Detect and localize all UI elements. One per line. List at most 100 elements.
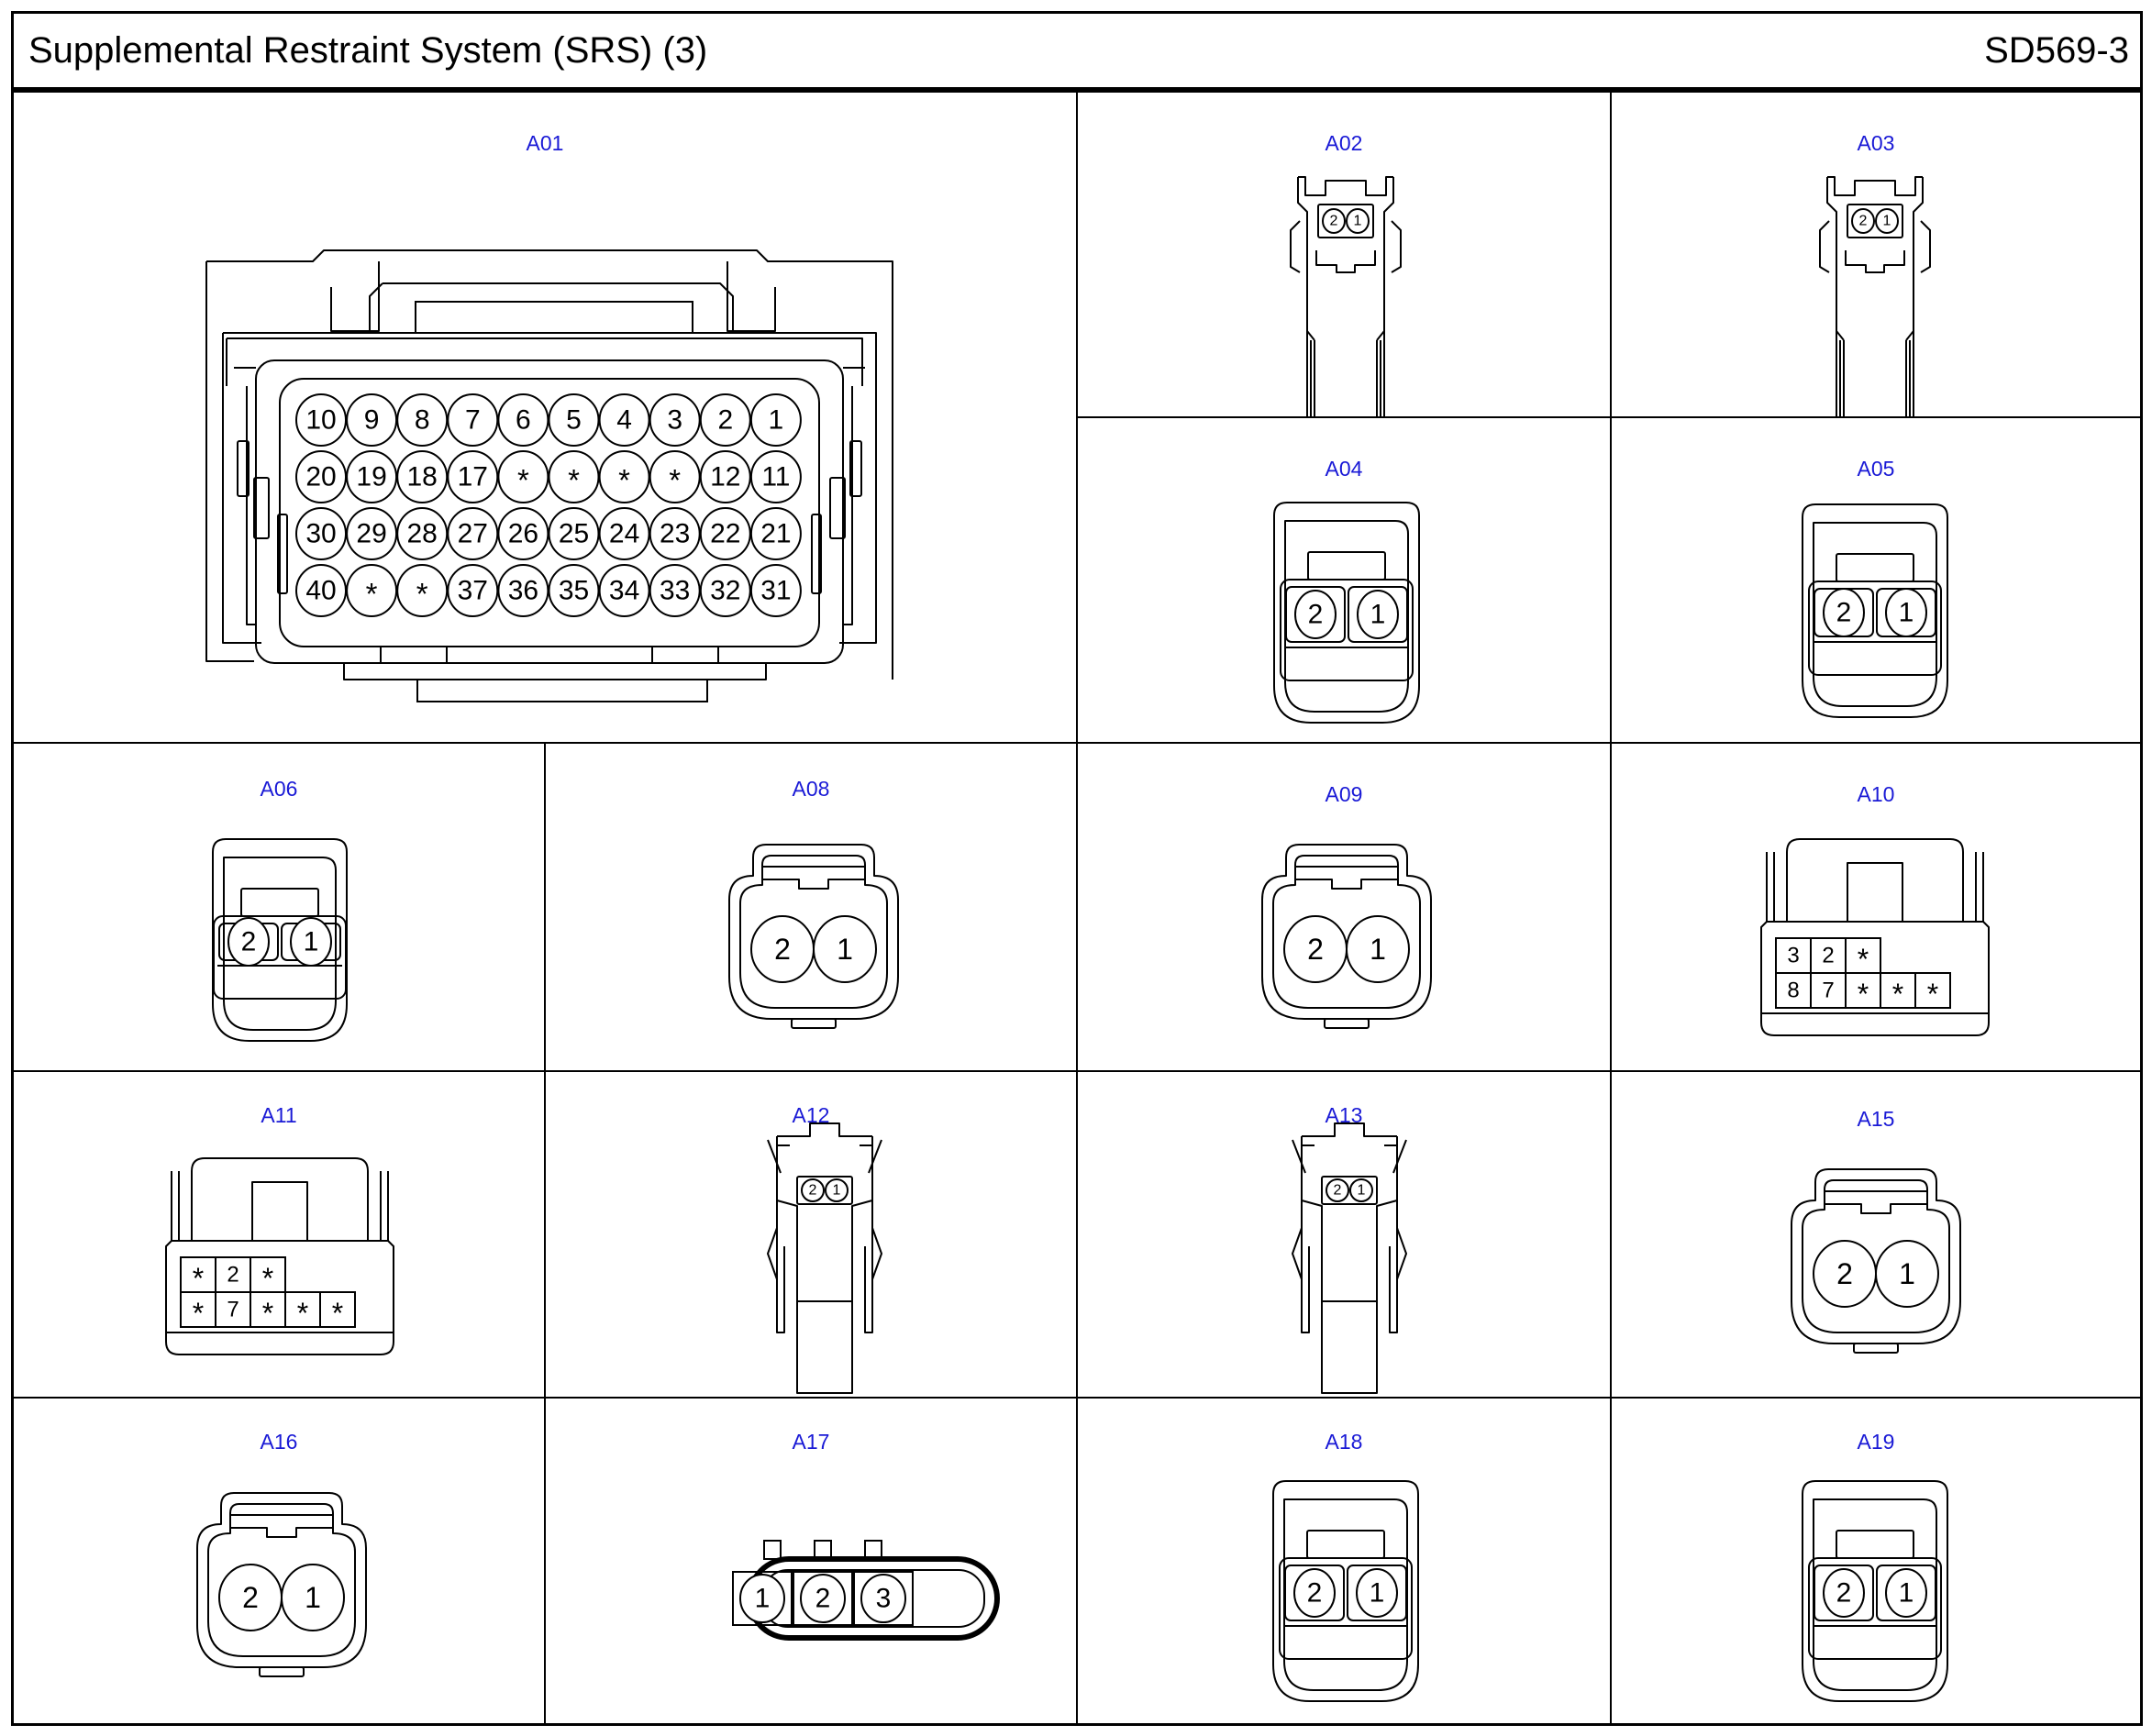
pin-label: * xyxy=(262,1262,273,1295)
key-notch xyxy=(791,1018,837,1029)
pin-label: 1 xyxy=(1358,1183,1366,1199)
housing-outline xyxy=(1290,220,1402,273)
pin-cavity xyxy=(598,564,650,617)
pin-cavity xyxy=(739,1574,785,1623)
pin-label: 22 xyxy=(710,519,740,549)
pin-label: 2 xyxy=(815,1584,831,1614)
latch-outline xyxy=(1306,1530,1385,1559)
pin-label: 2 xyxy=(227,1263,238,1288)
pin-label: 2 xyxy=(1836,1578,1852,1609)
pin-label: 1 xyxy=(769,405,784,436)
pin-cavity xyxy=(649,450,701,503)
pin-frame xyxy=(213,915,347,1000)
latch-outline xyxy=(1836,1530,1914,1559)
pin-label: 1 xyxy=(1370,933,1386,966)
pin-label: * xyxy=(517,463,529,497)
pin-cavity xyxy=(346,564,398,617)
pin-cavity xyxy=(1322,208,1346,234)
housing-outline xyxy=(1315,250,1376,273)
housing-outline xyxy=(767,1139,882,1174)
key-notch xyxy=(380,646,448,664)
housing-outline xyxy=(1836,330,1914,341)
pin-slot xyxy=(853,1571,914,1626)
inner-outline xyxy=(1813,1498,1937,1691)
pin-cavity xyxy=(548,564,600,617)
key-notch xyxy=(651,646,719,664)
pin-label: 7 xyxy=(1822,979,1834,1003)
pin-slot xyxy=(1285,586,1346,643)
housing-outline xyxy=(1845,250,1905,273)
pin-cavity xyxy=(295,507,347,560)
pin-label: 1 xyxy=(1883,214,1891,229)
pin-cavity xyxy=(1875,1240,1939,1308)
pin-slot xyxy=(793,1571,853,1626)
housing-outline xyxy=(212,838,348,1042)
housing-outline xyxy=(1301,1246,1398,1333)
pin-cavity xyxy=(801,1178,825,1202)
latch-outline xyxy=(1836,553,1914,582)
connector-label: A19 xyxy=(1857,1430,1895,1454)
pin-label: 1 xyxy=(1899,1257,1915,1290)
housing-outline xyxy=(369,282,734,333)
pin-label: 24 xyxy=(609,519,639,549)
pin-label: 2 xyxy=(1307,1578,1323,1609)
housing-outline xyxy=(728,844,899,1020)
pin-cavity xyxy=(295,564,347,617)
pin-cavity xyxy=(1346,915,1410,983)
pin-label: 6 xyxy=(516,405,531,436)
connector-label: A13 xyxy=(1325,1103,1363,1127)
pin-frame xyxy=(1279,1557,1413,1660)
inner-outline xyxy=(207,1503,356,1657)
pin-label: 4 xyxy=(616,405,632,436)
pin-cavity xyxy=(346,507,398,560)
pin-cavity xyxy=(860,1574,906,1623)
pin-frame xyxy=(1847,204,1903,238)
pin-cavity xyxy=(346,450,398,503)
housing-outline xyxy=(1306,330,1385,341)
pin-label: 12 xyxy=(710,462,740,492)
pin-label: * xyxy=(1858,943,1869,976)
pin-label: 5 xyxy=(566,405,582,436)
housing-outline xyxy=(1791,1168,1961,1344)
pin-cavity xyxy=(1357,590,1399,639)
pin-label: 2 xyxy=(1307,933,1324,966)
pin-cavity xyxy=(1356,1568,1398,1618)
pin-cavity xyxy=(699,507,751,560)
page-title: Supplemental Restraint System (SRS) (3) xyxy=(28,30,708,71)
inner-outline xyxy=(1802,1179,1950,1333)
housing-outline xyxy=(171,1171,389,1241)
pin-label: * xyxy=(1858,978,1869,1011)
connector-label: A12 xyxy=(792,1103,830,1127)
pin-slot xyxy=(1348,586,1408,643)
header-bar: Supplemental Restraint System (SRS) (3) … xyxy=(14,14,2140,93)
housing-outline xyxy=(1273,502,1420,724)
pin-label: 2 xyxy=(242,1581,259,1614)
inner-outline xyxy=(739,855,888,1009)
latch-outline xyxy=(1294,866,1399,890)
side-latch xyxy=(811,514,822,594)
pin-cavity xyxy=(447,450,499,503)
pin-frame xyxy=(1808,581,1942,676)
pin-cavity xyxy=(649,507,701,560)
pin-label: 30 xyxy=(305,519,336,549)
pin-cavity xyxy=(649,393,701,447)
pin-cavity xyxy=(1823,1568,1865,1618)
pin-frame xyxy=(1317,204,1374,238)
pin-label: 3 xyxy=(1787,944,1799,968)
pin-label: * xyxy=(297,1297,308,1330)
housing-outline xyxy=(226,337,863,386)
